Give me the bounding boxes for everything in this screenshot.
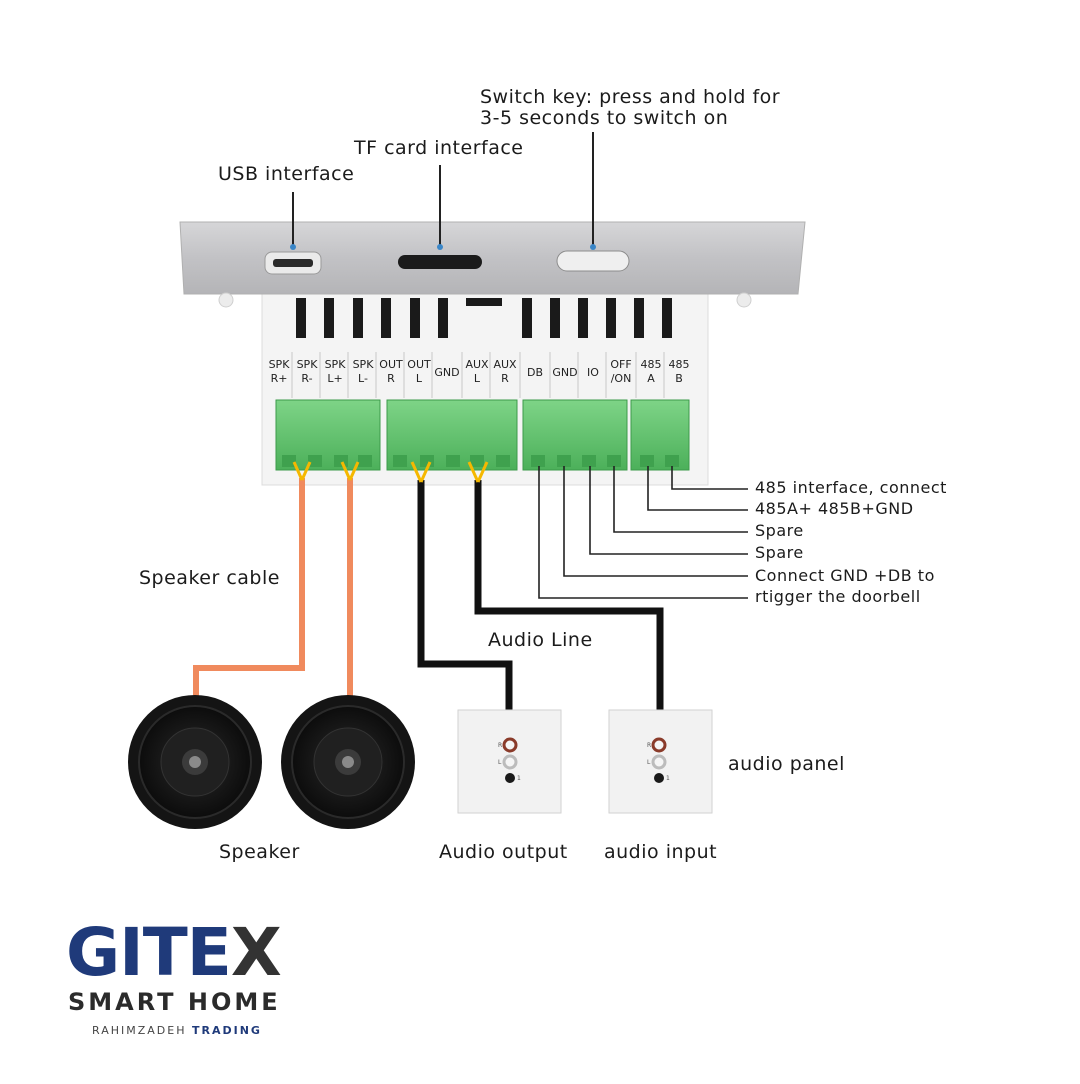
terminal-label-top: GND bbox=[552, 366, 578, 379]
switch-key-label-line1: Switch key: press and hold for bbox=[480, 86, 781, 108]
audio-output-panel bbox=[457, 709, 562, 814]
terminal-label-bottom: A bbox=[647, 372, 655, 385]
speaker-cable-label: Speaker cable bbox=[139, 567, 280, 589]
callout-lines bbox=[292, 132, 594, 246]
audio-line-label: Audio Line bbox=[488, 629, 593, 651]
brand-main: GITE bbox=[66, 914, 232, 991]
usb-label: USB interface bbox=[218, 163, 355, 185]
doorbell-label-line1: Connect GND +DB to bbox=[755, 566, 935, 585]
terminal-label-top: SPK bbox=[268, 358, 290, 371]
audio-panel-label: audio panel bbox=[728, 753, 845, 775]
terminal-label-top: GND bbox=[434, 366, 460, 379]
terminal-label-top: OUT bbox=[407, 358, 431, 371]
terminal-label-bottom: L bbox=[473, 372, 481, 385]
tf-card-label: TF card interface bbox=[354, 137, 524, 159]
terminal-label-bottom: /ON bbox=[610, 372, 632, 385]
terminal-label-bottom: B bbox=[675, 372, 683, 385]
audio-input-label: audio input bbox=[604, 841, 718, 863]
terminal-label-top: AUX bbox=[465, 358, 489, 371]
company-regular: RAHIMZADEH bbox=[92, 1024, 187, 1037]
spare-label-1: Spare bbox=[755, 521, 804, 540]
terminal-label-bottom: R- bbox=[301, 372, 313, 385]
speaker-label: Speaker bbox=[219, 841, 300, 863]
terminal-label-top: SPK bbox=[352, 358, 374, 371]
brand-x: X bbox=[230, 914, 282, 991]
terminal-label-top: SPK bbox=[296, 358, 318, 371]
terminal-label-top: IO bbox=[587, 366, 599, 379]
terminal-callouts bbox=[538, 466, 748, 599]
vent-slots bbox=[296, 298, 672, 338]
tf-card-slot[interactable] bbox=[398, 255, 482, 269]
terminal-label: DB bbox=[522, 366, 548, 380]
rs485-label-line2: 485A+ 485B+GND bbox=[755, 499, 914, 518]
terminal-label: OFF/ON bbox=[608, 358, 634, 386]
switch-key-label-line2: 3-5 seconds to switch on bbox=[480, 107, 729, 129]
switch-key-button[interactable] bbox=[556, 250, 630, 272]
terminal-label-bottom: L+ bbox=[327, 372, 343, 385]
terminal-label-bottom: L bbox=[415, 372, 423, 385]
rs485-label-line1: 485 interface, connect bbox=[755, 478, 947, 497]
terminal-label: IO bbox=[580, 366, 606, 380]
audio-input-panel bbox=[608, 709, 713, 814]
speaker-cable bbox=[193, 478, 353, 700]
audio-output-label: Audio output bbox=[439, 841, 568, 863]
terminal-label-bottom: R bbox=[501, 372, 509, 385]
terminal-label-bottom: R+ bbox=[270, 372, 288, 385]
terminal-label-top: OFF bbox=[610, 358, 632, 371]
input-1-mark: 1 bbox=[666, 775, 670, 782]
output-l-mark: L bbox=[498, 759, 502, 766]
rs485-terminal-block[interactable] bbox=[630, 399, 690, 471]
speaker-right bbox=[281, 695, 415, 829]
doorbell-label-line2: rtigger the doorbell bbox=[755, 587, 921, 606]
output-1-mark: 1 bbox=[517, 775, 521, 782]
terminal-label-top: SPK bbox=[324, 358, 346, 371]
faceplate bbox=[179, 221, 806, 295]
input-r-mark: R bbox=[647, 742, 651, 749]
brand-logo: GITEX bbox=[66, 920, 282, 986]
input-l-mark: L bbox=[647, 759, 651, 766]
terminal-label: GND bbox=[434, 366, 460, 380]
spare-label-2: Spare bbox=[755, 543, 804, 562]
terminal-label-bottom: L- bbox=[358, 372, 368, 385]
terminal-label-top: 485 bbox=[640, 358, 662, 371]
terminal-label-top: AUX bbox=[493, 358, 517, 371]
terminal-label-top: DB bbox=[526, 366, 544, 379]
audio-line bbox=[417, 480, 664, 710]
company-bold: TRADING bbox=[191, 1024, 262, 1037]
terminal-blocks bbox=[275, 399, 690, 471]
brand-tagline: SMART HOME bbox=[68, 988, 281, 1016]
controller-device bbox=[179, 221, 806, 486]
terminal-label-bottom: R bbox=[387, 372, 395, 385]
terminal-label-top: 485 bbox=[668, 358, 690, 371]
terminal-label: GND bbox=[552, 366, 578, 380]
brand-company: RAHIMZADEH TRADING bbox=[92, 1024, 262, 1037]
terminal-label-top: OUT bbox=[379, 358, 403, 371]
output-r-mark: R bbox=[498, 742, 502, 749]
speaker-left bbox=[128, 695, 262, 829]
